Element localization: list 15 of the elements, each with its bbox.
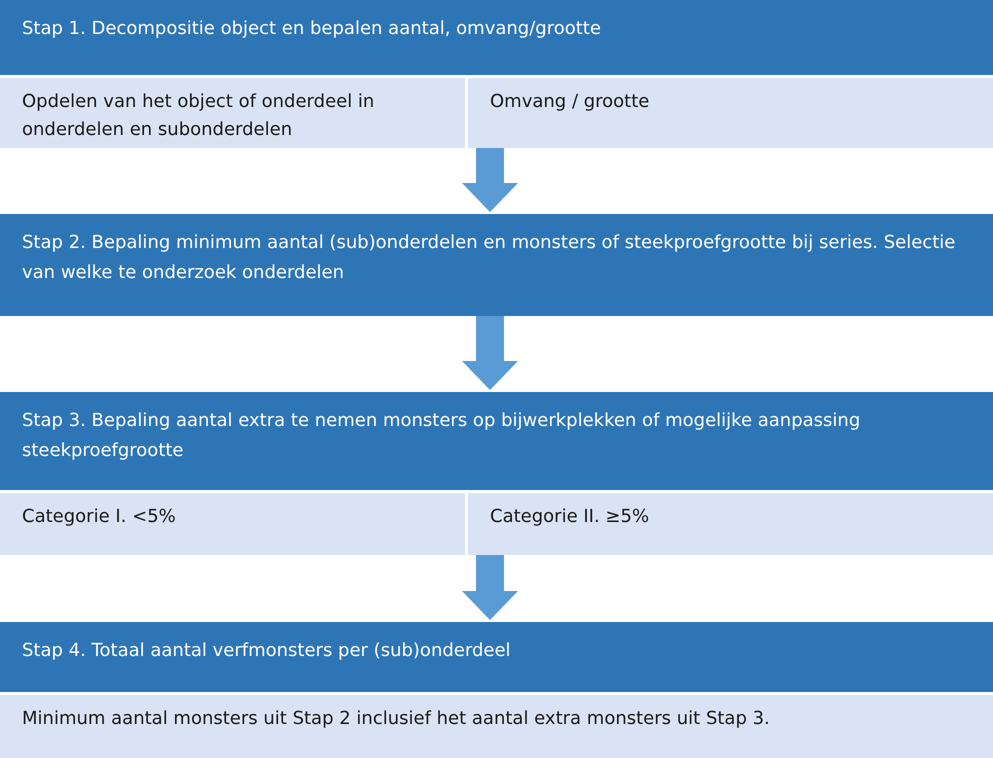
block-arrow: [462, 555, 518, 620]
block-arrow: [462, 148, 518, 212]
text-cell: Minimum aantal monsters uit Stap 2 inclusief het aantal extra monsters uit Stap 3.: [0, 695, 993, 758]
step-header: Stap 1. Decompositie object en bepalen aantal, omvang/grootte: [0, 0, 993, 75]
step-header: Stap 2. Bepaling minimum aantal (sub)onderdelen en monsters of steekproefgrootte bij series. Selectie van welke te onderzoek onderdelen: [0, 214, 993, 316]
step-panel: [0, 0, 993, 148]
text-cell: Omvang / grootte: [468, 78, 993, 148]
step-panel: [0, 392, 993, 555]
block-arrow: [462, 316, 518, 390]
text-cell: Categorie II. ≥5%: [468, 493, 993, 555]
text-cell: Opdelen van het object of onderdeel in onderdelen en subonderdelen: [0, 78, 465, 148]
text-cell: Categorie I. <5%: [0, 493, 465, 555]
step-header: Stap 3. Bepaling aantal extra te nemen monsters op bijwerkplekken of mogelijke aanpassing steekproefgrootte: [0, 392, 993, 490]
step-panel: [0, 622, 993, 758]
step-header: Stap 4. Totaal aantal verfmonsters per (sub)onderdeel: [0, 622, 993, 692]
